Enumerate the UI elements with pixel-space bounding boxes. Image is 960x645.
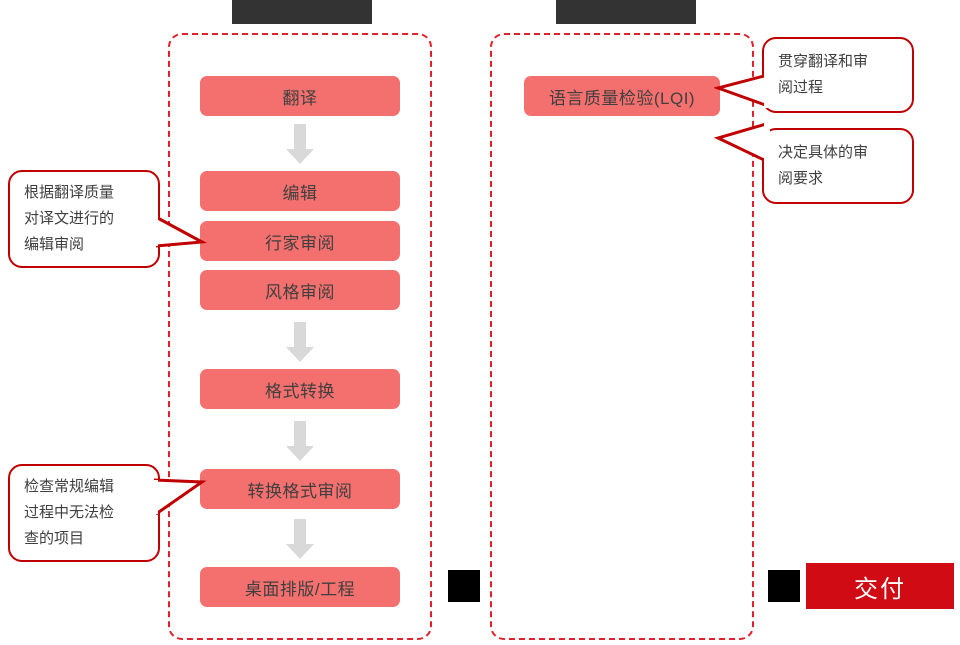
step-lqi[interactable]: 语言质量检验(LQI) xyxy=(524,76,720,116)
step-style-review[interactable]: 风格审阅 xyxy=(200,270,400,310)
callout-defines-requirements: 决定具体的审 阅要求 xyxy=(762,128,914,204)
delivery-box[interactable]: 交付 xyxy=(806,563,954,609)
step-style-review-label: 风格审阅 xyxy=(265,282,335,302)
delivery-label: 交付 xyxy=(854,575,906,603)
step-translate[interactable]: 翻译 xyxy=(200,76,400,116)
callout-spans-process-tail xyxy=(714,72,770,112)
arrow-translate-to-edit xyxy=(284,124,316,164)
arrow-review-to-dtp xyxy=(284,519,316,559)
left-title-redaction xyxy=(232,0,372,24)
step-edit[interactable]: 编辑 xyxy=(200,171,400,211)
step-format-conversion-label: 格式转换 xyxy=(265,381,335,401)
arrow-format-to-review xyxy=(284,421,316,461)
callout-unverifiable-items-text: 检查常规编辑 过程中无法检 查的项目 xyxy=(24,478,115,547)
callout-spans-process-text: 贯穿翻译和审 阅过程 xyxy=(778,53,869,96)
step-dtp-engineering-label: 桌面排版/工程 xyxy=(244,579,356,599)
step-converted-format-review[interactable]: 转换格式审阅 xyxy=(200,469,400,509)
callout-editing-review: 根据翻译质量 对译文进行的 编辑审阅 xyxy=(8,170,160,268)
callout-spans-process: 贯穿翻译和审 阅过程 xyxy=(762,37,914,113)
step-dtp-engineering[interactable]: 桌面排版/工程 xyxy=(200,567,400,607)
step-lqi-label: 语言质量检验(LQI) xyxy=(548,88,696,108)
step-converted-format-review-label: 转换格式审阅 xyxy=(247,481,353,501)
step-format-conversion[interactable]: 格式转换 xyxy=(200,369,400,409)
callout-defines-requirements-tail xyxy=(714,118,770,166)
lane-translation xyxy=(168,33,432,640)
callout-editing-review-tail xyxy=(152,212,208,268)
callout-unverifiable-items: 检查常规编辑 过程中无法检 查的项目 xyxy=(8,464,160,562)
step-translate-label: 翻译 xyxy=(282,88,318,108)
arrow-style-to-format xyxy=(284,322,316,362)
callout-unverifiable-items-tail xyxy=(152,474,208,530)
bottom-right-redaction xyxy=(768,570,800,602)
lane-quality xyxy=(490,33,754,640)
bottom-left-redaction xyxy=(448,570,480,602)
step-edit-label: 编辑 xyxy=(282,183,318,203)
step-expert-review-label: 行家审阅 xyxy=(265,233,335,253)
step-expert-review[interactable]: 行家审阅 xyxy=(200,221,400,261)
right-title-redaction xyxy=(556,0,696,24)
callout-editing-review-text: 根据翻译质量 对译文进行的 编辑审阅 xyxy=(24,184,115,253)
callout-defines-requirements-text: 决定具体的审 阅要求 xyxy=(778,144,869,187)
